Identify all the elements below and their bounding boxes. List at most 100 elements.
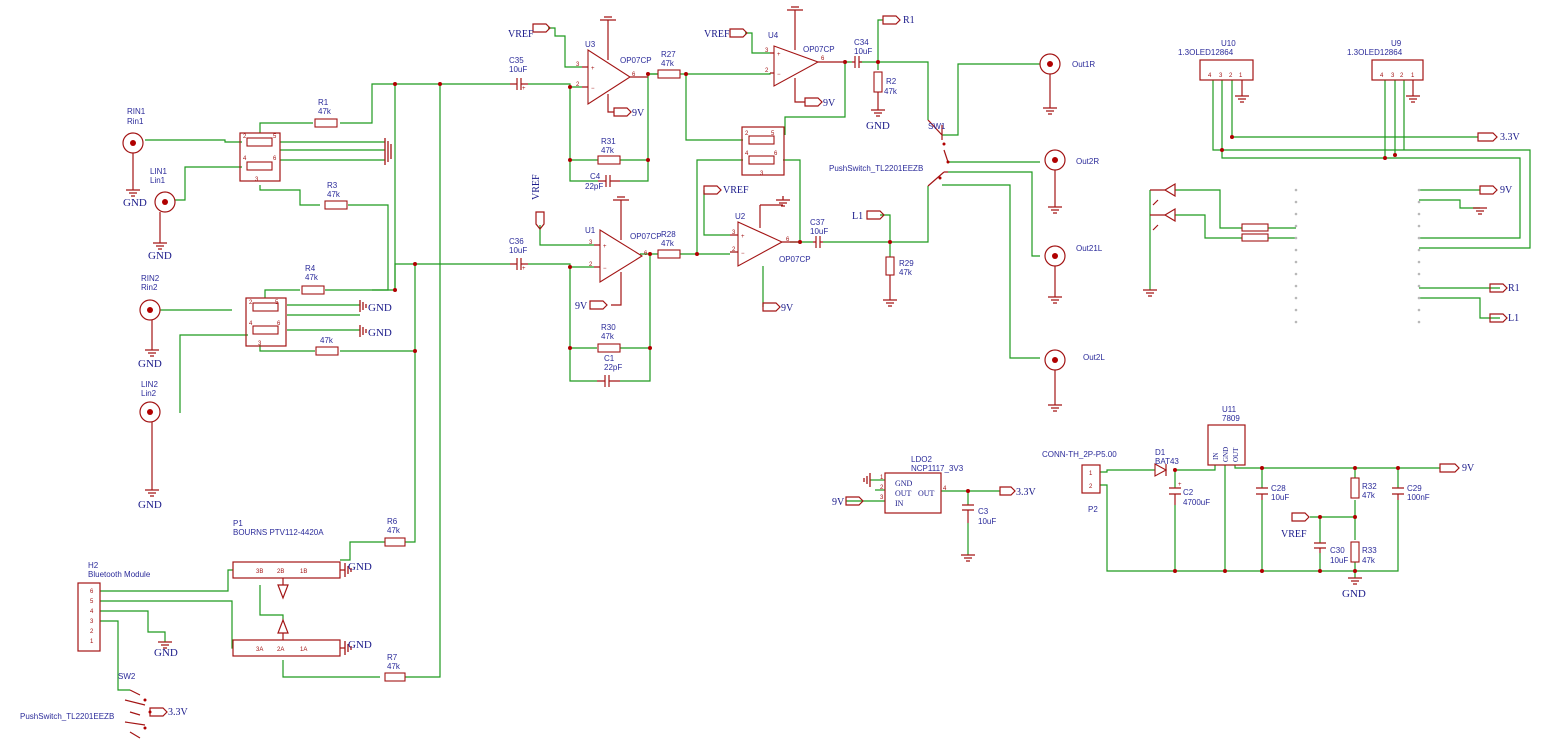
svg-text:VREF: VREF bbox=[508, 29, 534, 40]
cap-c34[interactable]: C34 10uF bbox=[852, 38, 872, 68]
svg-text:9V: 9V bbox=[1500, 185, 1513, 196]
svg-text:OP07CP: OP07CP bbox=[630, 232, 662, 241]
led-indicators[interactable] bbox=[1143, 182, 1269, 297]
resistor-r6[interactable]: R6 47k bbox=[384, 517, 406, 547]
jack-rin2[interactable]: RIN2 Rin2 GND bbox=[138, 274, 162, 370]
switch-sw1[interactable]: SW1 PushSwitch_TL2201EEZB bbox=[829, 119, 950, 187]
ldo2-ncp1117[interactable]: 12 34 GND OUT OUT IN LDO2 NCP1117_3V3 bbox=[863, 455, 964, 514]
svg-text:2: 2 bbox=[765, 68, 769, 74]
cap-c36[interactable]: + C36 10uF bbox=[509, 237, 528, 272]
cap-c1[interactable]: C1 22pF bbox=[597, 354, 622, 387]
svg-text:2: 2 bbox=[1229, 73, 1233, 79]
cap-c2[interactable]: + C2 4700uF bbox=[1169, 482, 1210, 507]
resistor-r33[interactable]: R33 47k GND bbox=[1342, 541, 1377, 600]
cap-c3[interactable]: C3 10uF bbox=[961, 504, 996, 562]
svg-text:4: 4 bbox=[943, 486, 947, 492]
svg-text:R3: R3 bbox=[327, 181, 338, 190]
gnd-label: GND bbox=[368, 327, 392, 339]
svg-text:4: 4 bbox=[90, 609, 94, 615]
resistor-r29[interactable]: R29 47k bbox=[883, 256, 914, 307]
resistor-r28[interactable]: R28 47k bbox=[657, 230, 681, 259]
svg-text:9V: 9V bbox=[1462, 463, 1475, 474]
svg-text:SW1: SW1 bbox=[928, 122, 946, 131]
cap-c4[interactable]: C4 22pF bbox=[585, 172, 620, 191]
jack-out1r[interactable]: Out1R bbox=[1039, 53, 1095, 115]
resistor-r31[interactable]: R31 47k bbox=[597, 137, 621, 165]
svg-text:R7: R7 bbox=[387, 653, 398, 662]
svg-text:R1: R1 bbox=[903, 15, 915, 26]
svg-text:R4: R4 bbox=[305, 264, 316, 273]
svg-text:U4: U4 bbox=[768, 31, 779, 40]
opamp-u3[interactable]: +− 326 U3 OP07CP bbox=[576, 16, 652, 113]
svg-text:1A: 1A bbox=[300, 647, 307, 653]
svg-text:47k: 47k bbox=[387, 662, 401, 671]
gnd-label: GND bbox=[138, 358, 162, 370]
svg-text:R28: R28 bbox=[661, 230, 676, 239]
resistor-r7[interactable]: R7 47k bbox=[384, 653, 406, 682]
svg-text:5: 5 bbox=[273, 134, 277, 140]
regulator-u11[interactable]: IN GND OUT U11 7809 bbox=[1207, 405, 1246, 466]
resistor-r27[interactable]: R27 47k bbox=[657, 50, 681, 79]
connector-p2[interactable]: 1 2 P2 CONN-TH_2P-P5.00 bbox=[1042, 450, 1117, 514]
svg-text:22pF: 22pF bbox=[585, 182, 603, 191]
opamp-u1[interactable]: +− 326 U1 OP07CP bbox=[585, 196, 662, 306]
wires bbox=[100, 19, 1531, 691]
svg-text:9V: 9V bbox=[832, 497, 845, 508]
cap-c35[interactable]: + C35 10uF bbox=[509, 56, 528, 92]
svg-text:47k: 47k bbox=[320, 336, 334, 345]
svg-text:47k: 47k bbox=[601, 332, 615, 341]
resistor-r30[interactable]: R30 47k bbox=[597, 323, 621, 353]
svg-text:L1: L1 bbox=[1508, 313, 1519, 324]
svg-text:5: 5 bbox=[90, 599, 94, 605]
resistor-r5[interactable]: 47k bbox=[315, 336, 339, 356]
svg-text:U3: U3 bbox=[585, 40, 596, 49]
svg-text:GND: GND bbox=[1342, 588, 1366, 600]
cap-c28[interactable]: C28 10uF bbox=[1256, 484, 1289, 502]
svg-text:1: 1 bbox=[880, 475, 884, 481]
jack-rin1[interactable]: RIN1 Rin1 GND bbox=[122, 107, 147, 209]
svg-text:3: 3 bbox=[880, 495, 884, 501]
svg-text:C2: C2 bbox=[1183, 488, 1194, 497]
resistor-r4[interactable]: R4 47k bbox=[301, 264, 325, 295]
svg-text:47k: 47k bbox=[305, 273, 319, 282]
opamp-u4[interactable]: +− 326 U4 OP07CP bbox=[765, 6, 845, 103]
jack-out2l[interactable]: Out2L bbox=[1044, 349, 1105, 412]
opamp-u2[interactable]: +− 326 U2 OP07CP bbox=[730, 196, 811, 267]
cap-c37[interactable]: C37 10uF bbox=[810, 218, 828, 248]
cap-c29[interactable]: C29 100nF bbox=[1392, 484, 1430, 502]
svg-text:3: 3 bbox=[1391, 73, 1395, 79]
svg-text:R2: R2 bbox=[886, 77, 897, 86]
jack-lin1[interactable]: LIN1 Lin1 GND bbox=[148, 167, 176, 262]
svg-text:47k: 47k bbox=[327, 190, 341, 199]
svg-text:47k: 47k bbox=[899, 268, 913, 277]
svg-text:2: 2 bbox=[745, 131, 749, 137]
svg-text:P1: P1 bbox=[233, 519, 243, 528]
cap-c30[interactable]: C30 10uF bbox=[1314, 542, 1348, 565]
svg-text:R29: R29 bbox=[899, 259, 914, 268]
svg-text:1: 1 bbox=[1239, 73, 1243, 79]
jack-out21l[interactable]: Out21L bbox=[1044, 244, 1103, 304]
svg-text:+: + bbox=[777, 52, 781, 58]
svg-text:C28: C28 bbox=[1271, 484, 1286, 493]
jack-out2r[interactable]: Out2R bbox=[1044, 149, 1099, 214]
jack-lin2[interactable]: LIN2 Lin2 GND bbox=[138, 380, 162, 511]
bluetooth-module-h2[interactable]: 65 43 21 GND H2 Bluetooth Module bbox=[77, 561, 178, 659]
switch-sw2[interactable]: SW2 PushSwitch_TL2201EEZB bbox=[20, 672, 152, 739]
svg-text:3.3V: 3.3V bbox=[1016, 487, 1037, 498]
svg-text:BAT43: BAT43 bbox=[1155, 457, 1179, 466]
resistor-r1[interactable]: R1 47k bbox=[314, 98, 338, 128]
svg-text:IN: IN bbox=[1212, 453, 1220, 460]
resistor-r2[interactable]: R2 47k GND bbox=[866, 71, 898, 132]
resistor-r32[interactable]: R32 47k bbox=[1350, 477, 1377, 500]
resistor-r3[interactable]: R3 47k bbox=[324, 181, 348, 210]
diode-d1[interactable]: D1 BAT43 bbox=[1154, 448, 1179, 477]
svg-text:R27: R27 bbox=[661, 50, 676, 59]
svg-text:9V: 9V bbox=[781, 303, 794, 314]
